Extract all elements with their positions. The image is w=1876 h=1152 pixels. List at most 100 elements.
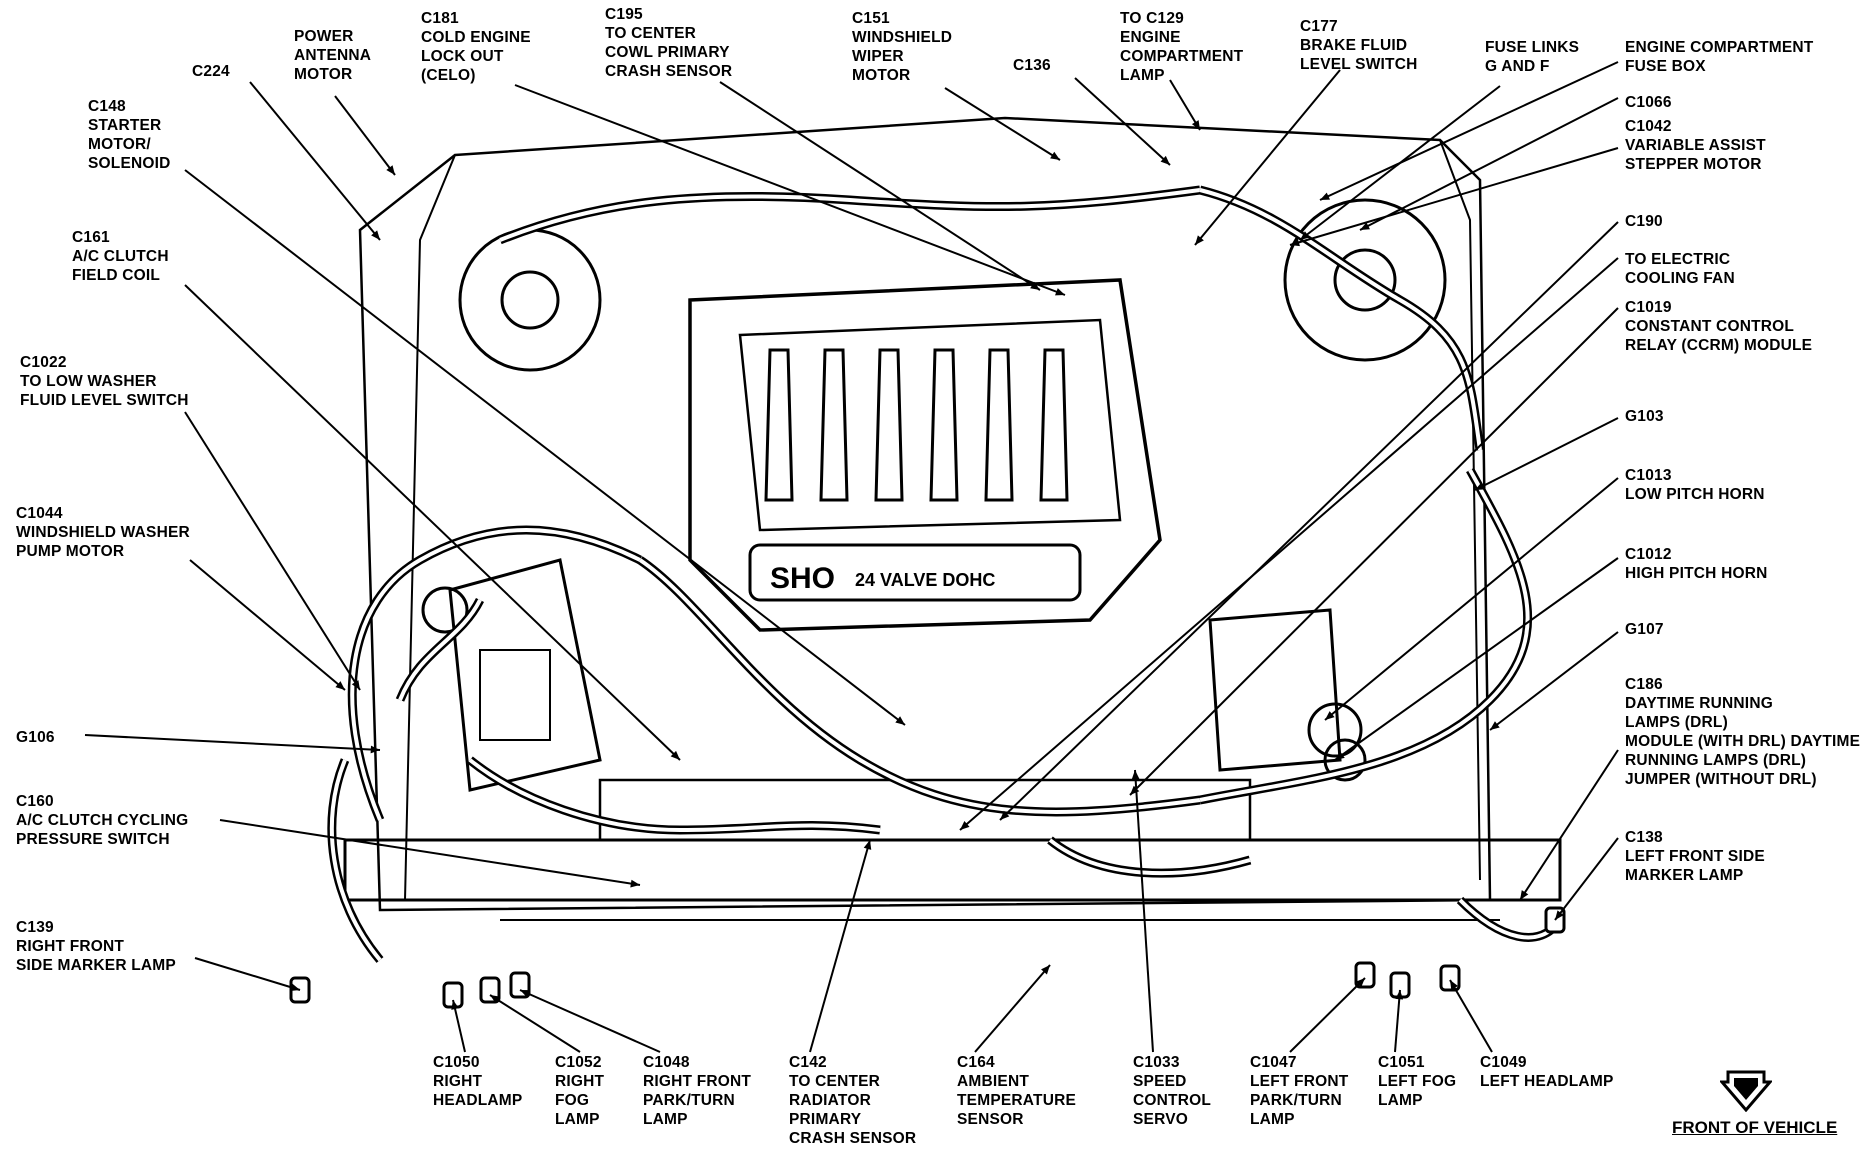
callout-line: ENGINE — [1120, 29, 1181, 46]
callout-line: WINDSHIELD WASHER — [16, 524, 190, 541]
leader-arrowhead — [1520, 890, 1529, 900]
badge-dohc-text: 24 VALVE DOHC — [855, 570, 995, 590]
callout-line: A/C CLUTCH CYCLING — [16, 812, 189, 829]
callout-line: SPEED — [1133, 1073, 1187, 1090]
callout-line: C1048 — [643, 1054, 690, 1071]
leader-arrowhead — [960, 821, 970, 830]
high-pitch-horn — [1323, 738, 1367, 782]
reservoir-panel — [479, 649, 551, 741]
callout-line: TO CENTER — [789, 1073, 881, 1090]
leader-line-c1048 — [519, 989, 661, 1053]
callout-line: G106 — [16, 729, 55, 746]
callout-line: C181 — [421, 10, 459, 27]
callout-line: C186 — [1625, 676, 1663, 693]
callout-line: RIGHT FRONT — [16, 938, 125, 955]
leader-arrowhead — [1395, 990, 1404, 1000]
leader-arrowhead — [1360, 222, 1370, 230]
callout-line: C1012 — [1625, 546, 1672, 563]
leader-line-c1012 — [1334, 557, 1619, 761]
leader-line-g106 — [84, 734, 381, 751]
leader-arrowhead — [1450, 980, 1459, 990]
hood-opening-outline — [358, 116, 1492, 912]
leader-arrowhead — [335, 681, 345, 690]
callout-line: SENSOR — [957, 1111, 1024, 1128]
leader-arrowhead — [1355, 978, 1365, 988]
callout-line: FUSE BOX — [1625, 58, 1706, 75]
callout-line: STARTER — [88, 117, 162, 134]
callout-line: A/C CLUTCH — [72, 248, 169, 265]
leader-arrowhead — [1490, 721, 1500, 730]
callout-line: FLUID LEVEL SWITCH — [20, 392, 189, 409]
leader-line-c1033 — [1134, 769, 1154, 1053]
leader-arrowhead — [1300, 231, 1310, 240]
callout-line: C177 — [1300, 18, 1338, 35]
callout-line: C1050 — [433, 1054, 480, 1071]
callout-line: PARK/TURN — [1250, 1092, 1342, 1109]
callout-line: COOLING FAN — [1625, 270, 1735, 287]
callout-c224: C224 — [192, 62, 230, 81]
callout-line: RIGHT — [433, 1073, 483, 1090]
callout-line: SIDE MARKER LAMP — [16, 957, 176, 974]
leader-arrowhead — [670, 750, 680, 760]
leader-line-c190 — [999, 221, 1619, 821]
leader-line-c1047 — [1289, 977, 1366, 1053]
callout-line: G107 — [1625, 621, 1664, 638]
callout-line: C1042 — [1625, 118, 1672, 135]
leader-arrowhead — [1131, 770, 1140, 780]
leader-line-c148 — [184, 169, 906, 726]
valve-cover-badge — [748, 543, 1082, 602]
callout-line: LOW PITCH HORN — [1625, 486, 1765, 503]
intake-runner — [929, 348, 959, 502]
leader-line-c151 — [944, 87, 1061, 161]
callout-line: PUMP MOTOR — [16, 543, 125, 560]
callout-line: COLD ENGINE — [421, 29, 531, 46]
leader-arrowhead — [1050, 151, 1060, 160]
callout-line: C1044 — [16, 505, 63, 522]
radiator-support — [598, 778, 1252, 840]
callout-line: VARIABLE ASSIST — [1625, 137, 1766, 154]
callout-line: HIGH PITCH HORN — [1625, 565, 1768, 582]
leader-arrowhead — [1290, 238, 1300, 247]
callout-line: C1066 — [1625, 94, 1672, 111]
wiring-harness-core — [468, 758, 881, 833]
callout-line: FIELD COIL — [72, 267, 161, 284]
callout-line: WIPER — [852, 48, 904, 65]
callout-line: STEPPER MOTOR — [1625, 156, 1762, 173]
badge-sho-text: SHO — [770, 562, 835, 595]
left-strut-tower — [1283, 198, 1447, 362]
callout-line: C136 — [1013, 57, 1051, 74]
callout-line: RIGHT FRONT — [643, 1073, 752, 1090]
callout-line: CRASH SENSOR — [789, 1130, 917, 1147]
callout-line: DAYTIME RUNNING — [1625, 695, 1773, 712]
wiring-harness — [498, 185, 1201, 245]
callout-line: FUSE LINKS — [1485, 39, 1580, 56]
callout-line: C1051 — [1378, 1054, 1425, 1071]
callout-line: FOG — [555, 1092, 590, 1109]
leader-arrowhead — [386, 165, 395, 175]
callout-line: ANTENNA — [294, 47, 372, 64]
callout-c190: C190 — [1625, 212, 1663, 231]
left-fender-edge — [1439, 139, 1481, 881]
callout-line: MODULE (WITH DRL) DAYTIME — [1625, 733, 1861, 750]
leader-line-c164 — [974, 964, 1051, 1053]
callout-line: TO LOW WASHER — [20, 373, 157, 390]
leader-arrowhead — [1055, 288, 1065, 296]
leader-arrowhead — [290, 983, 300, 992]
leader-line-c160 — [219, 819, 641, 886]
leader-arrowhead — [1195, 235, 1204, 245]
intake-plenum — [738, 318, 1122, 532]
callout-line: RADIATOR — [789, 1092, 871, 1109]
callout-line: LAMPS (DRL) — [1625, 714, 1728, 731]
leader-line-g107 — [1489, 631, 1619, 731]
